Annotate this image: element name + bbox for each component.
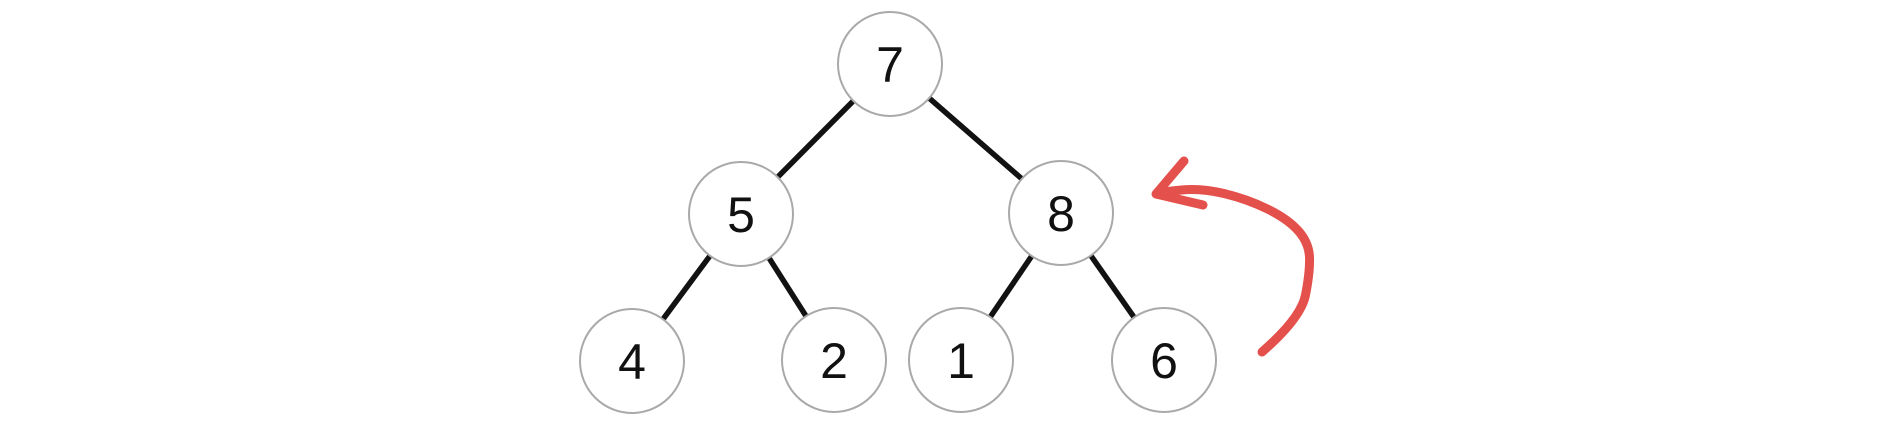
tree-node-label-n5: 5 [727,187,755,243]
tree-node-n1 [908,307,1014,413]
tree-node-n6 [1111,307,1217,413]
tree-node-n7 [837,11,943,117]
tree-node-n4 [579,308,685,414]
tree-node-label-n1: 1 [947,333,975,389]
annotation-arrow-curve [1157,184,1315,357]
tree-node-label-n2: 2 [820,333,848,389]
tree-node-label-n4: 4 [618,334,646,390]
tree-node-n2 [781,307,887,413]
tree-node-label-n8: 8 [1047,186,1075,242]
tree-node-n8 [1008,160,1114,266]
tree-node-label-n6: 6 [1150,333,1178,389]
annotation-arrowhead-icon [1151,156,1208,210]
tree-node-n5 [688,161,794,267]
tree-node-label-n7: 7 [876,37,904,93]
